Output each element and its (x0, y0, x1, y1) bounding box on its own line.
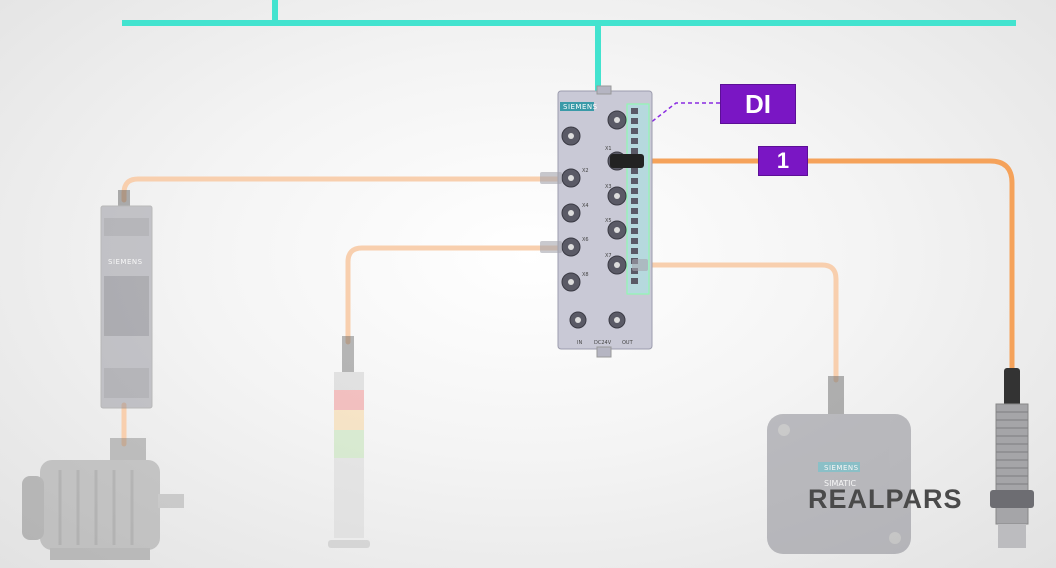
network-bus (122, 0, 1016, 92)
realpars-watermark: REALPARS (808, 484, 963, 514)
channel-1-tag: 1 (758, 146, 808, 176)
port-label-x6: X6 (582, 237, 589, 243)
port-label-x2: X2 (582, 168, 589, 174)
io-dc-label: DC24V (594, 340, 612, 346)
signal-tower-icon (328, 336, 370, 548)
rfid-reader-icon: SIEMENS SIMATIC (767, 376, 911, 554)
port-label-x1: X1 (605, 146, 612, 152)
reader-model-label: SIMATIC (824, 479, 856, 488)
port-label-x7: X7 (605, 253, 612, 259)
io-module-icon: SIEMENS (540, 85, 653, 358)
x1-connector-plug (610, 154, 644, 168)
reader-brand-label: SIEMENS (824, 464, 859, 472)
port-label-x8: X8 (582, 272, 589, 278)
io-in-label: IN (577, 340, 582, 346)
proximity-sensor-icon (990, 368, 1034, 548)
port-label-x3: X3 (605, 184, 612, 190)
cable-x6-to-tower (345, 245, 563, 345)
io-out-label: OUT (622, 340, 634, 346)
motor-starter-icon: SIEMENS (100, 190, 153, 409)
io-brand-label: SIEMENS (563, 103, 598, 111)
drive-brand-label: SIEMENS (108, 258, 143, 266)
di-tag: DI (720, 84, 796, 124)
cable-x1-active (637, 158, 1015, 377)
cable-x7-to-reader (637, 262, 839, 383)
cables-faded (121, 176, 839, 447)
motor-icon (22, 438, 184, 560)
cable-x2-to-starter (121, 176, 563, 203)
port-label-x5: X5 (605, 218, 612, 224)
port-label-x4: X4 (582, 203, 589, 209)
connector-plugs (540, 172, 648, 271)
